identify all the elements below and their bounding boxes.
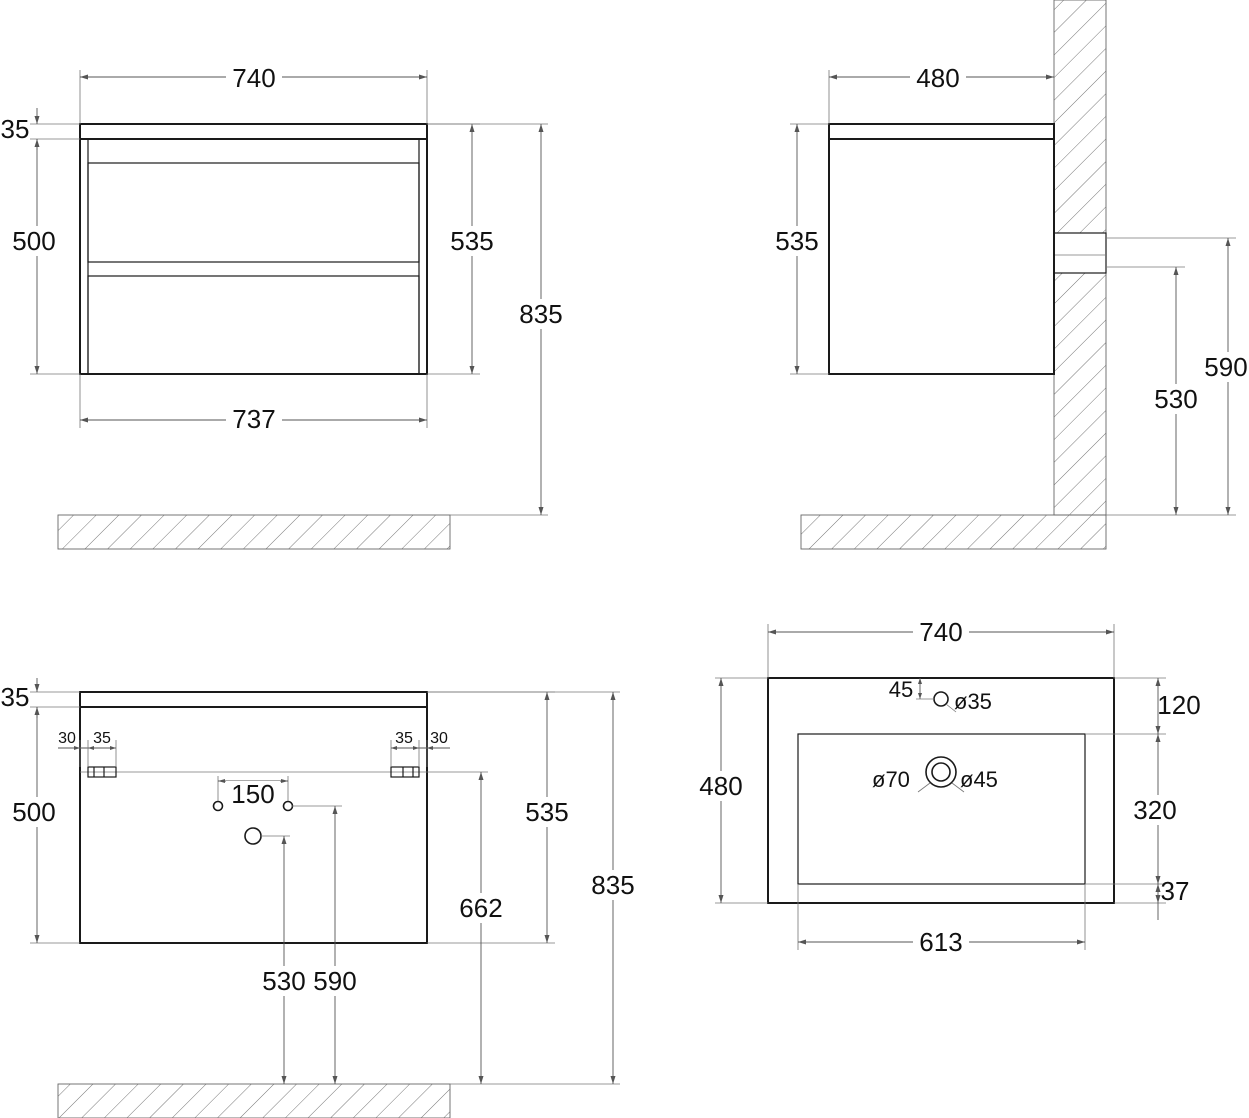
countertop-front: [79, 123, 428, 140]
back-overall-height-label: 835: [591, 870, 634, 900]
back-drain-height-label: 530: [262, 966, 305, 996]
countertop-side: [828, 123, 1055, 140]
front-view: 740 35 500 535 835: [1, 60, 569, 550]
wall-hatch-lower: [1053, 272, 1107, 516]
top-drain-outer-label: ø70: [872, 767, 910, 792]
front-body-height-label: 500: [12, 226, 55, 256]
upper-drawer: [87, 162, 420, 263]
back-supply-height-label: 590: [313, 966, 356, 996]
top-tap-hole-label: ø35: [954, 689, 992, 714]
front-cabinet-height-label: 535: [450, 226, 493, 256]
top-depth-label: 480: [699, 771, 742, 801]
top-width-label: 740: [919, 617, 962, 647]
cabinet-body-front: [79, 138, 428, 375]
front-width-label: 740: [232, 63, 275, 93]
drain-inner-ring: [931, 762, 951, 782]
front-overall-height-label: 835: [519, 299, 562, 329]
cabinet-body-back: [79, 706, 428, 944]
front-top-thickness-label: 35: [1, 114, 30, 144]
back-bracket-edge-right-label: 30: [430, 730, 448, 747]
side-depth-label: 480: [916, 63, 959, 93]
top-rim-back-label: 120: [1157, 690, 1200, 720]
floor-hatch-back: [57, 1083, 451, 1118]
side-bottom-height-label: 530: [1154, 384, 1197, 414]
cabinet-body-side: [828, 138, 1055, 375]
bowl-outline: [797, 733, 1086, 885]
back-bracket-edge-left-label: 30: [58, 730, 76, 747]
lower-drawer: [87, 275, 420, 375]
front-bottom-width-label: 737: [232, 404, 275, 434]
drain-hole: [244, 827, 262, 845]
side-mount-height-label: 590: [1204, 352, 1247, 382]
basin-outline: [767, 677, 1115, 904]
tap-hole: [933, 691, 949, 707]
top-view: 740 45 ø35 ø70 ø45 480: [697, 616, 1210, 957]
side-cabinet-height-label: 535: [775, 226, 818, 256]
left-mount-bracket: [87, 766, 117, 778]
back-holes-spacing-label: 150: [231, 779, 274, 809]
floor-hatch-front: [57, 514, 451, 550]
back-bracket-width-left-label: 35: [93, 730, 111, 747]
top-bowl-width-label: 613: [919, 927, 962, 957]
back-view: 30 35 35 30 150 35: [1, 678, 641, 1118]
back-bracket-height-label: 662: [459, 893, 502, 923]
back-top-thickness-label: 35: [1, 682, 30, 712]
top-rim-front-label: 37: [1161, 876, 1190, 906]
supply-hole-right: [282, 800, 294, 812]
supply-hole-left: [212, 800, 224, 812]
floor-hatch-side: [800, 514, 1107, 550]
wall-mount-bracket: [1053, 232, 1107, 274]
right-mount-bracket: [390, 766, 420, 778]
side-view: 480 535 530 590: [770, 0, 1249, 550]
wall-hatch-upper: [1053, 0, 1107, 234]
top-tap-offset-label: 45: [889, 677, 913, 702]
top-bowl-depth-label: 320: [1133, 795, 1176, 825]
back-body-height-label: 500: [12, 797, 55, 827]
back-cabinet-height-label: 535: [525, 797, 568, 827]
back-bracket-width-right-label: 35: [395, 730, 413, 747]
countertop-back: [79, 691, 428, 708]
top-drain-inner-label: ø45: [960, 767, 998, 792]
